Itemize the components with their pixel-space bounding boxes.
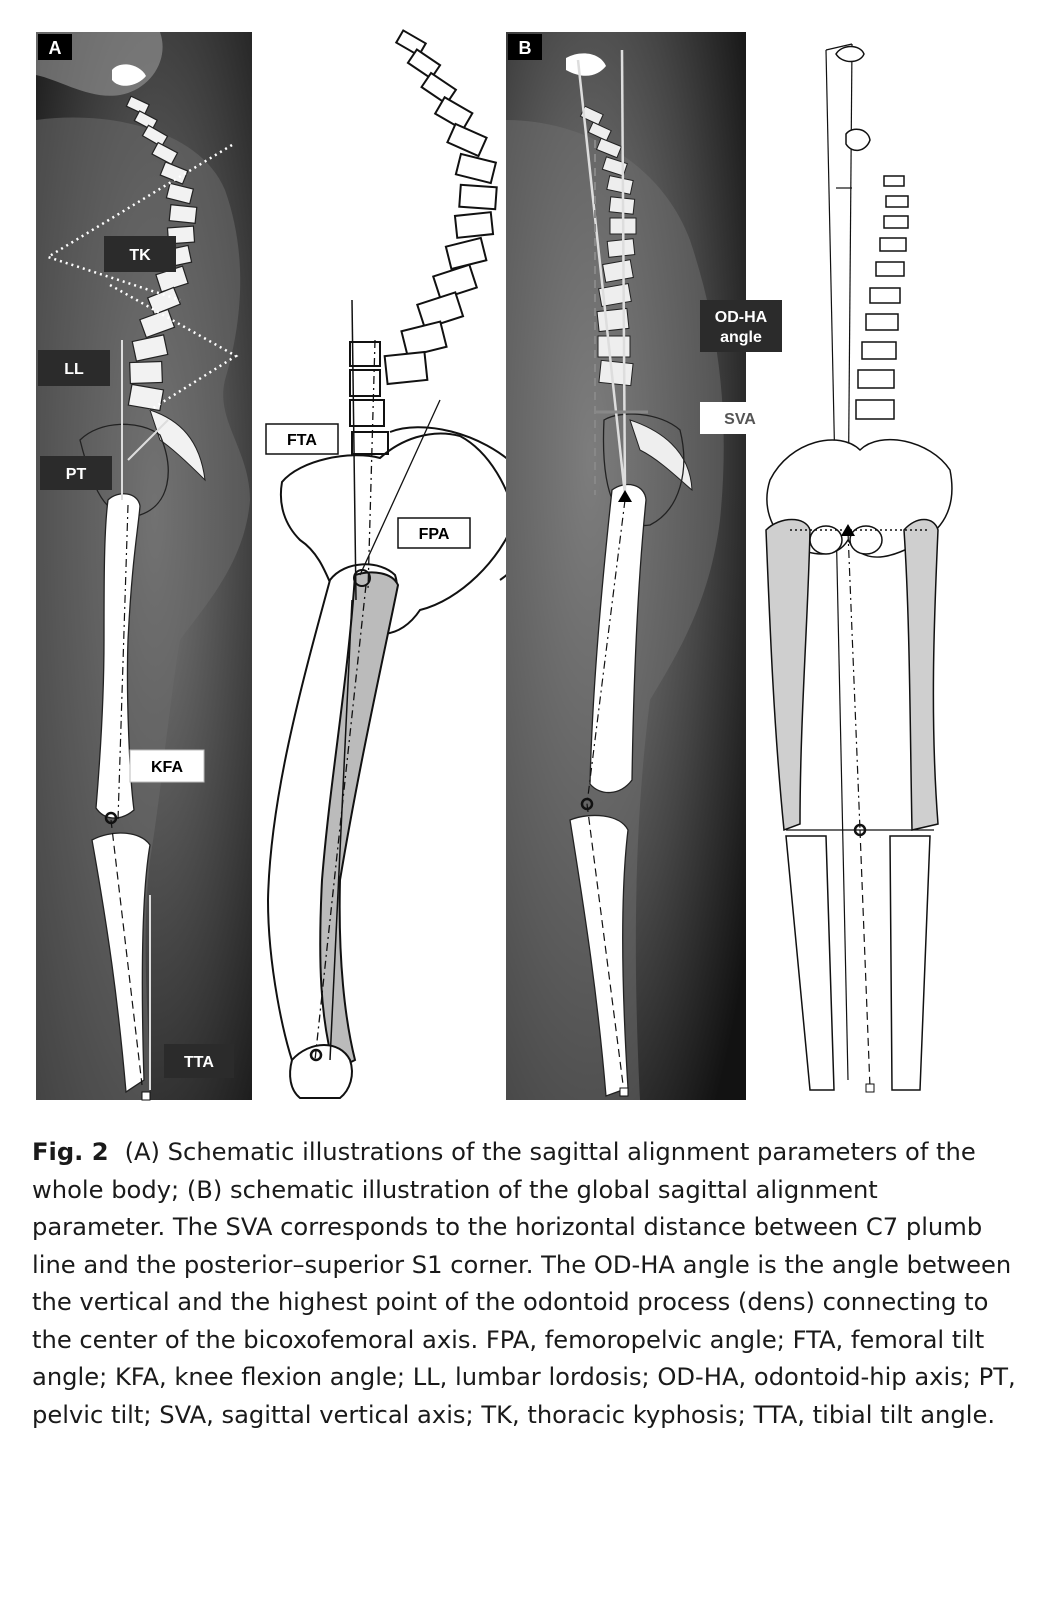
fpa-label: FPA [419,526,450,543]
figure-caption: Fig. 2(A) Schematic illustrations of the… [32,1134,1017,1434]
panel-a-schematic [266,29,532,1099]
tk-label: TK [129,247,151,264]
ll-label: LL [64,361,84,378]
panel-b-xray [506,32,746,1100]
figure-image: A TK LL PT KFA TTA [36,29,953,1101]
pt-label: PT [66,466,87,483]
kfa-label: KFA [151,759,183,776]
fta-label: FTA [287,432,317,449]
odha-label-line2: angle [720,329,762,346]
odha-label-line1: OD-HA [715,309,768,326]
caption-text: (A) Schematic illustrations of the sagit… [32,1138,1016,1429]
panel-b-letter: B [519,38,532,58]
figure-number: Fig. 2 [32,1138,109,1166]
panel-b-schematic [765,43,953,1091]
panel-a-xray [36,32,252,1101]
tta-label: TTA [184,1054,214,1071]
sva-label: SVA [724,411,756,428]
panel-a-spine [125,95,198,412]
panel-a-letter: A [49,38,62,58]
